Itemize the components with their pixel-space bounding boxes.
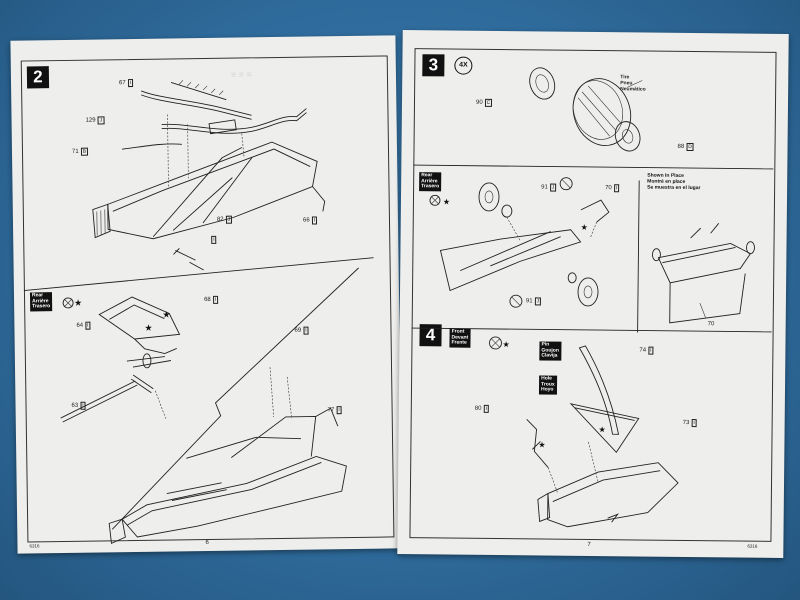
part-callout-unnumbered: I — [209, 235, 217, 244]
svg-text:★: ★ — [74, 298, 82, 308]
svg-text:★: ★ — [538, 440, 545, 449]
part-callout-70-inset: 70 — [707, 321, 715, 328]
right-instruction-page: 3 4X 4 — [397, 29, 789, 559]
svg-text:★: ★ — [443, 197, 450, 206]
svg-text:★: ★ — [599, 425, 606, 434]
step-2-assembly-drawing: ★ ★ ★ — [23, 80, 374, 545]
svg-text:★: ★ — [581, 223, 588, 232]
left-kit-code: 6316 — [29, 543, 40, 549]
right-page-number: 7 — [587, 541, 591, 548]
svg-text:★: ★ — [144, 323, 152, 333]
left-page-number: 6 — [205, 539, 209, 547]
right-kit-code: 6316 — [747, 543, 758, 549]
left-instruction-page: ≡ ≡ ≡ 2 — [10, 35, 403, 554]
svg-text:★: ★ — [162, 310, 170, 320]
steps-3-4-assembly-drawing: ★ ★ ★ ★ — [411, 67, 774, 528]
svg-text:★: ★ — [502, 340, 509, 349]
